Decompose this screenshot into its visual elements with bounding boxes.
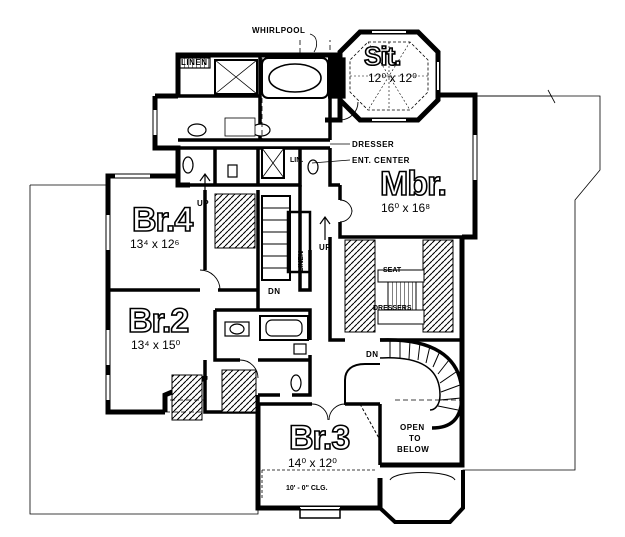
ent-center-label: ENT. CENTER bbox=[352, 156, 410, 165]
up-label-mid: UP bbox=[319, 243, 331, 252]
br3-room-dims: 14⁰ x 12⁰ bbox=[288, 456, 337, 470]
closets bbox=[171, 193, 454, 421]
dn-label-stair: DN bbox=[366, 350, 379, 359]
below-label: BELOW bbox=[397, 445, 429, 454]
windows bbox=[106, 110, 477, 400]
sitting-room-dims: 12⁰ x 12⁰ bbox=[368, 71, 417, 85]
br3-room-name: Br.3 bbox=[289, 419, 349, 457]
interior-walls bbox=[108, 55, 462, 465]
br4-room-dims: 13⁴ x 12⁶ bbox=[130, 237, 180, 251]
br2-room-name: Br.2 bbox=[128, 302, 188, 340]
master-room-dims: 16⁰ x 16⁸ bbox=[381, 201, 430, 215]
door-swings bbox=[199, 101, 359, 421]
up-arrow-left bbox=[199, 172, 211, 195]
master-bath-fixtures bbox=[179, 57, 346, 179]
curved-stair bbox=[344, 338, 464, 430]
lin-label: LIN. bbox=[290, 157, 303, 164]
up-arrow-mid bbox=[319, 215, 331, 240]
dressers-label: DRESSERS bbox=[373, 305, 412, 312]
whirlpool-label: WHIRLPOOL bbox=[252, 26, 305, 35]
seat-label: SEAT bbox=[383, 267, 402, 274]
br4-room-name: Br.4 bbox=[132, 201, 193, 239]
whirlpool-leader bbox=[309, 33, 318, 53]
soffit-lines bbox=[165, 40, 462, 413]
to-label: TO bbox=[409, 434, 421, 443]
up-label-left: UP bbox=[197, 199, 209, 208]
linen-label-mid: LINEN bbox=[298, 251, 305, 272]
br3-ceiling-note: 10' - 0" CLG. bbox=[286, 485, 328, 492]
linen-label-top: LINEN bbox=[181, 58, 208, 67]
dn-label-hall: DN bbox=[268, 287, 281, 296]
br3-bay bbox=[261, 403, 465, 524]
br2-room-dims: 13⁴ x 15⁰ bbox=[131, 338, 181, 352]
window-frames bbox=[105, 135, 478, 365]
hall-stair bbox=[261, 195, 312, 281]
master-room-name: Mbr. bbox=[380, 165, 446, 203]
sitting-room-name: Sit. bbox=[364, 41, 400, 71]
dresser-label: DRESSER bbox=[352, 140, 394, 149]
open-label: OPEN bbox=[400, 423, 425, 432]
dresser-leader bbox=[311, 143, 351, 164]
br2-bath-fixtures bbox=[224, 315, 309, 392]
